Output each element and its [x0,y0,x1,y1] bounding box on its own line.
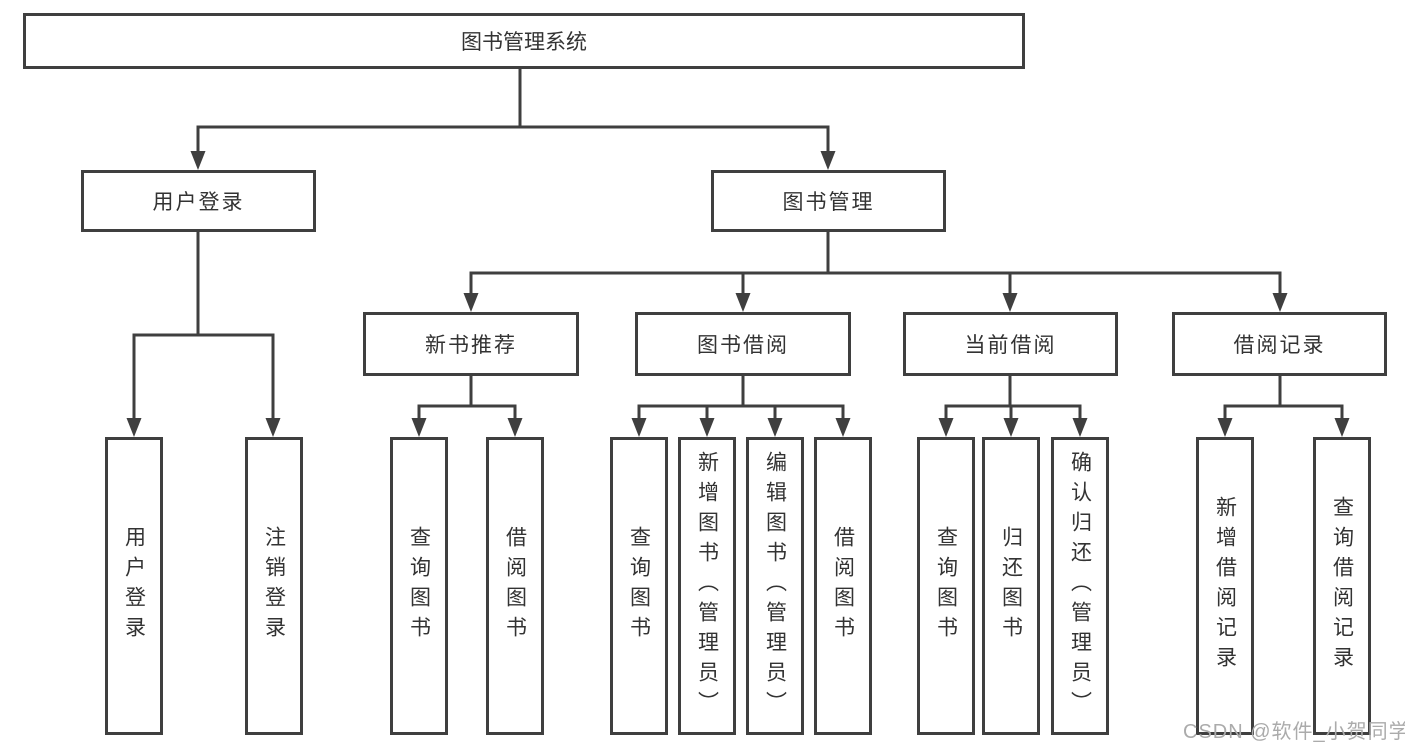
node-root-label: 图书管理系统 [461,31,587,54]
node-book-management: 图书管理 [711,170,946,232]
leaf-cb-return-books: 归还图书 [982,437,1040,735]
leaf-bb-borrow-books: 借阅图书 [814,437,872,735]
leaf-br-add-record: 新增借阅记录 [1196,437,1254,735]
connector-root-to-level2 [190,69,836,170]
node-current-borrowing: 当前借阅 [903,312,1118,376]
leaf-bb-add-books-admin: 新增图书（管理员） [678,437,736,735]
csdn-watermark: CSDN @软件_小贺同学 [1183,721,1405,743]
connector-user-login-branch [126,231,281,437]
leaf-br-query-record-label: 查询借阅记录 [1330,496,1354,676]
leaf-bb-add-books-admin-label: 新增图书（管理员） [695,451,719,721]
node-user-login: 用户登录 [81,170,316,232]
leaf-bb-borrow-books-label: 借阅图书 [831,526,855,646]
leaf-cb-query-books: 查询图书 [917,437,975,735]
node-borrowing-records-label: 借阅记录 [1233,334,1326,357]
node-borrowing-records: 借阅记录 [1172,312,1387,376]
connector-group-borrowing-records [1217,376,1350,437]
leaf-cb-confirm-return-admin-label: 确认归还（管理员） [1068,451,1092,721]
leaf-bb-edit-books-admin: 编辑图书（管理员） [746,437,804,735]
leaf-nb-borrow-books-label: 借阅图书 [503,526,527,646]
connector-group-current-borrowing [938,376,1088,437]
node-new-book-recommend-label: 新书推荐 [425,334,517,357]
connector-group-book-borrowing [631,376,851,437]
leaf-logout: 注销登录 [245,437,303,735]
leaf-cb-query-books-label: 查询图书 [934,526,958,646]
leaf-bb-edit-books-admin-label: 编辑图书（管理员） [763,451,787,721]
connector-book-mgmt-to-level3 [463,231,1288,312]
leaf-user-login-label: 用户登录 [122,526,146,646]
node-book-management-label: 图书管理 [782,191,875,214]
node-user-login-label: 用户登录 [152,191,245,214]
leaf-cb-confirm-return-admin: 确认归还（管理员） [1051,437,1109,735]
leaf-br-add-record-label: 新增借阅记录 [1213,496,1237,676]
connector-group-new-book [411,376,523,437]
leaf-bb-query-books-label: 查询图书 [627,526,651,646]
leaf-logout-label: 注销登录 [262,526,286,646]
node-current-borrowing-label: 当前借阅 [964,334,1057,357]
leaf-nb-query-books-label: 查询图书 [407,526,431,646]
node-book-borrowing: 图书借阅 [635,312,851,376]
node-book-borrowing-label: 图书借阅 [697,334,789,357]
leaf-bb-query-books: 查询图书 [610,437,668,735]
leaf-nb-query-books: 查询图书 [390,437,448,735]
leaf-br-query-record: 查询借阅记录 [1313,437,1371,735]
leaf-user-login: 用户登录 [105,437,163,735]
leaf-cb-return-books-label: 归还图书 [999,526,1023,646]
node-root: 图书管理系统 [23,13,1025,69]
leaf-nb-borrow-books: 借阅图书 [486,437,544,735]
node-new-book-recommend: 新书推荐 [363,312,579,376]
